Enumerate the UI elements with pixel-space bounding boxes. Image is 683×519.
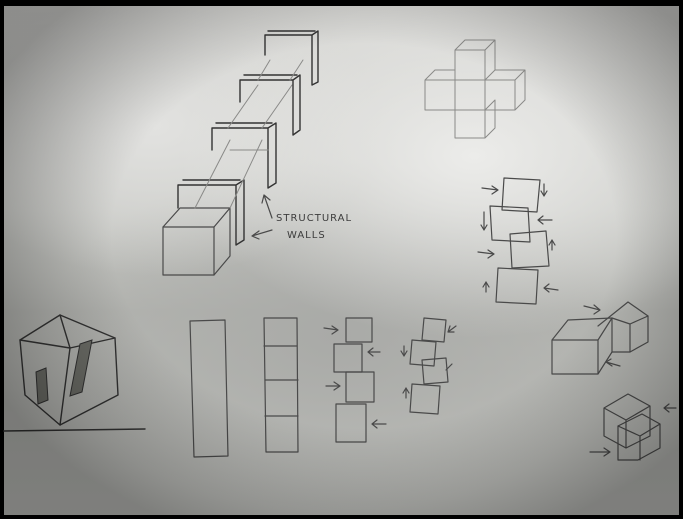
annotation-walls: WALLS — [287, 230, 326, 241]
rotated-cubes-sketch — [590, 394, 676, 460]
joined-cubes-sketch — [552, 302, 648, 374]
small-house-sketch — [4, 315, 145, 431]
cross-cube-sketch — [425, 40, 525, 138]
twisted-squares-sketch — [401, 318, 456, 414]
stacked-squares-sketch — [264, 318, 298, 452]
twisted-cube-stack-sketch — [478, 178, 558, 304]
shifted-squares-sketch — [324, 318, 386, 442]
annotation-structural: STRUCTURAL — [276, 213, 352, 224]
tall-column-sketch — [190, 320, 228, 457]
